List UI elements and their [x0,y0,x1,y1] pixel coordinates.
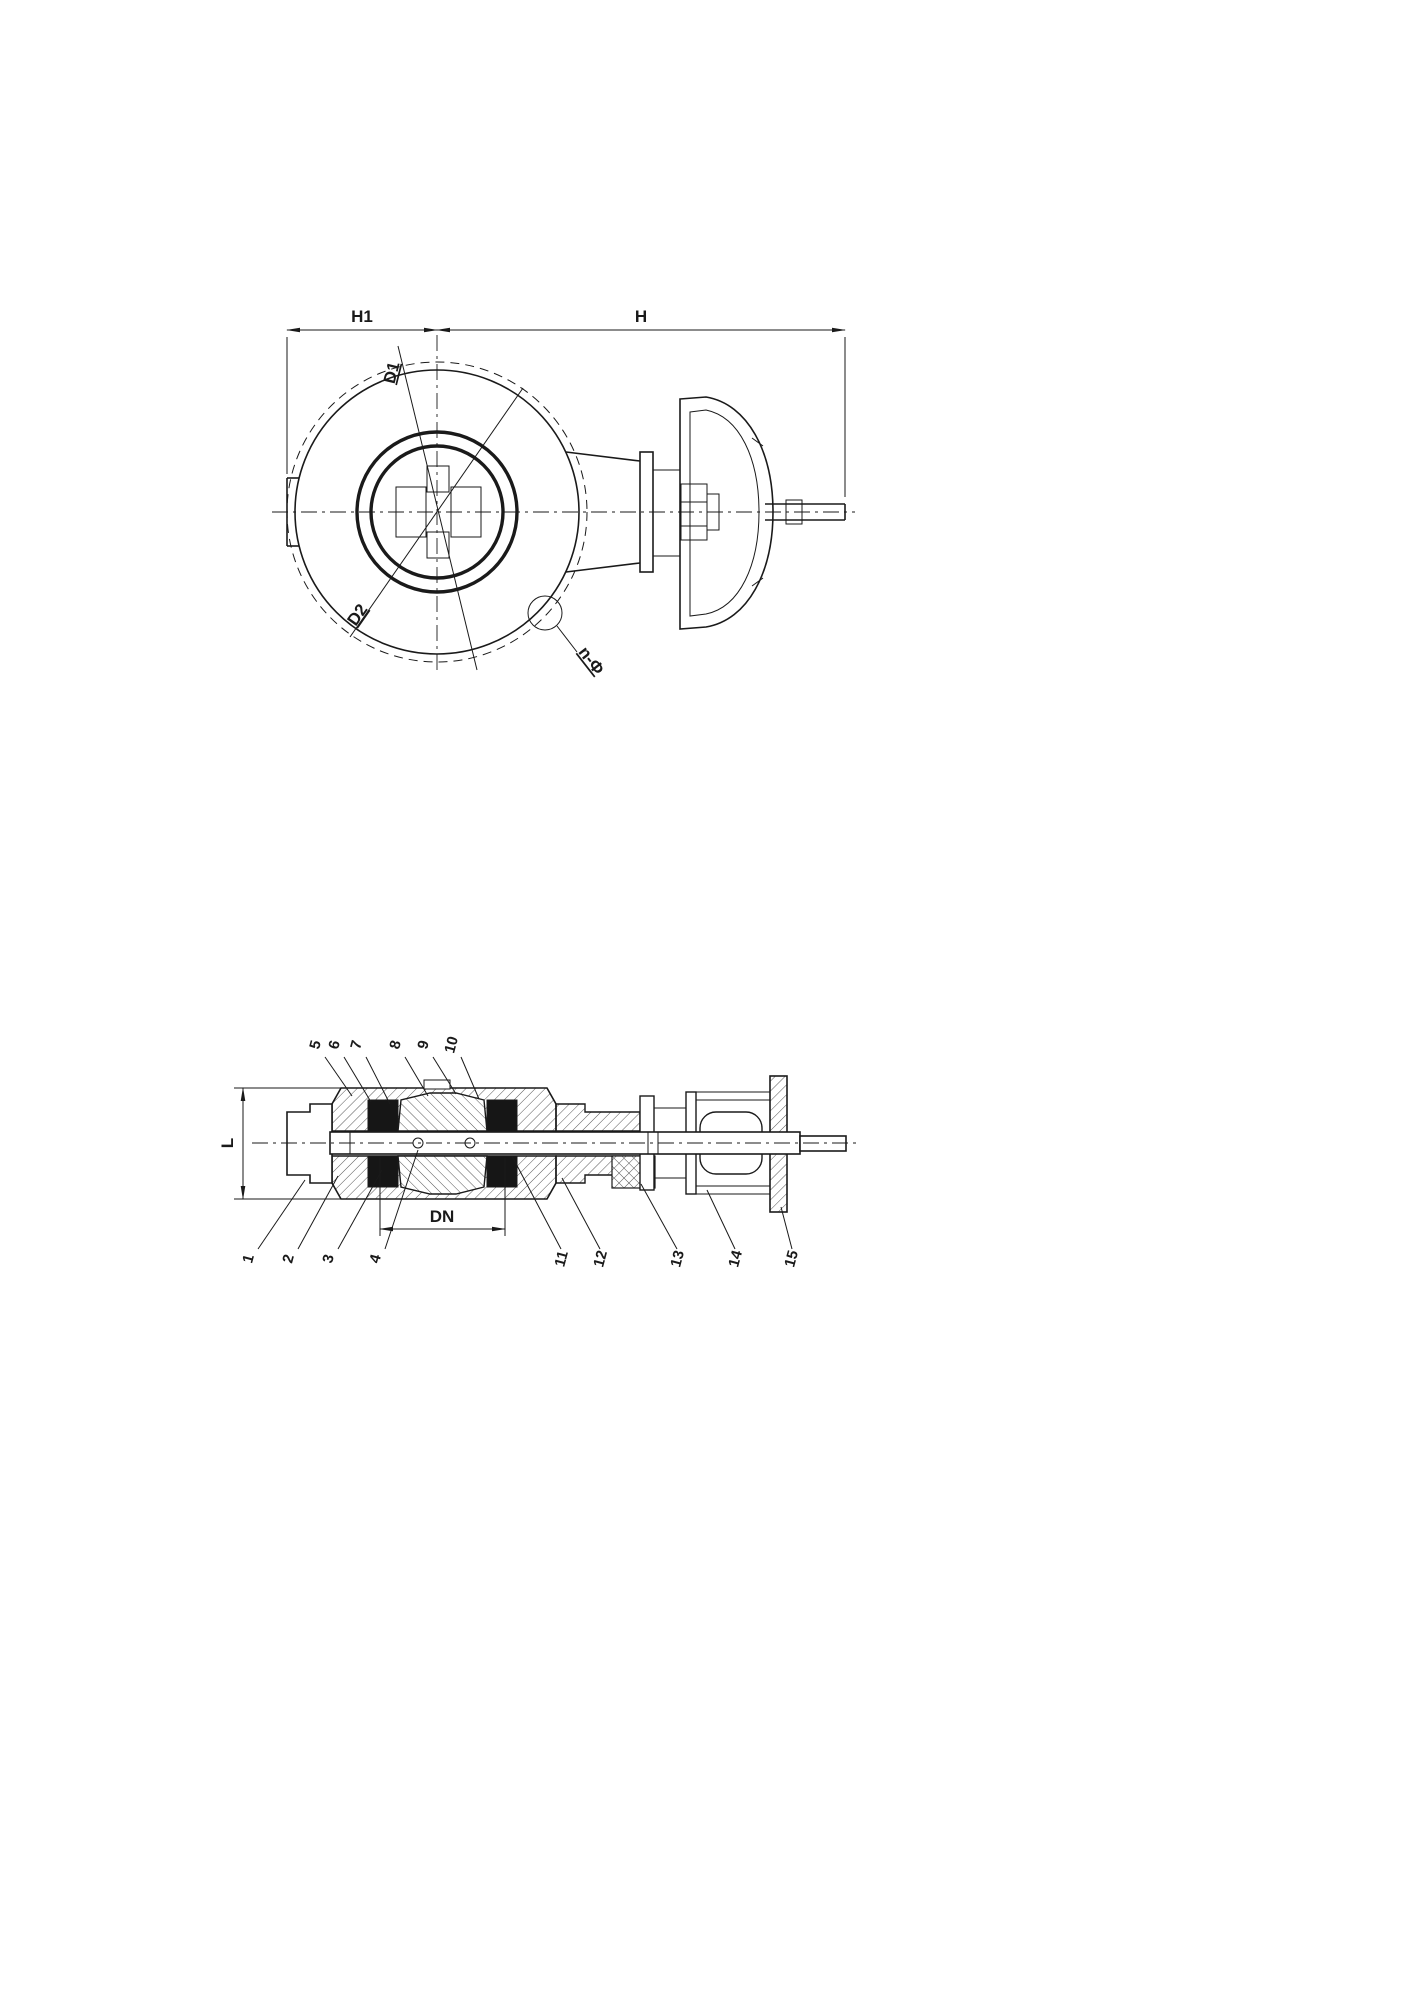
dimension-h1-h: H1 H [286,307,846,497]
d2-line [349,387,524,638]
callout-6-leader [343,1056,372,1103]
callout-3-leader [337,1169,383,1250]
rim-tick-top [751,437,764,447]
seat-lower-right [486,1155,518,1188]
seat-upper-right [486,1099,518,1132]
callout-6-label: 6 [325,1039,344,1051]
stem-end [799,1135,847,1152]
callout-12-label: 12 [590,1249,611,1270]
callout-10-label: 10 [441,1035,462,1056]
callout-10-leader [460,1056,480,1100]
callout-11: 11 [511,1155,572,1269]
callout-7-leader [365,1056,391,1105]
label-dn: DN [430,1207,455,1226]
label-h1: H1 [351,307,373,326]
n-phi-leader [556,625,578,653]
callout-12-leader [561,1177,601,1250]
centerlines-front [272,335,855,675]
callout-4-label: 4 [366,1252,385,1265]
callout-13-leader [640,1183,678,1250]
diagonal-d1: D1 [380,345,478,671]
callout-14: 14 [706,1189,746,1269]
label-l: L [218,1138,237,1148]
callout-2: 2 [279,1175,339,1265]
bolt-hole-callout: n-Φ [527,595,608,678]
neck-upper [555,1103,641,1132]
seat-upper-left [367,1099,399,1132]
callout-11-label: 11 [551,1249,572,1269]
callout-14-label: 14 [725,1248,746,1269]
callout-9-leader [432,1056,457,1095]
callout-9-label: 9 [414,1039,433,1051]
callout-12: 12 [561,1177,611,1270]
hub-upper [397,1092,488,1132]
callout-1-leader [257,1179,306,1250]
callout-13-label: 13 [667,1249,688,1270]
shaft-bottom [426,531,450,559]
callout-2-label: 2 [279,1253,298,1265]
callout-3-label: 3 [319,1253,338,1265]
handle-front [679,396,774,630]
label-n-phi: n-Φ [575,643,608,678]
callout-4-leader [384,1149,419,1250]
callout-7-label: 7 [347,1039,366,1051]
callouts: 1 2 3 4 5 6 7 [239,1035,802,1270]
neck-top [565,451,641,462]
callout-5-label: 5 [306,1039,325,1051]
seat-lower-left [367,1155,399,1188]
callout-15-label: 15 [781,1249,802,1270]
seat-sections [367,1099,518,1188]
neck-bottom [565,562,641,573]
label-d2: D2 [343,600,371,629]
callout-15-leader [780,1206,793,1250]
label-h: H [635,307,647,326]
hub-lower [397,1155,488,1195]
rim-tick-bottom [751,577,764,587]
callout-8-label: 8 [386,1039,405,1051]
d1-line [397,345,478,671]
callout-8-leader [404,1056,429,1097]
callout-14-leader [706,1189,736,1250]
label-d1: D1 [380,360,404,386]
callout-11-leader [511,1155,562,1250]
left-end-block [286,1103,333,1184]
callout-10: 10 [441,1035,480,1100]
section-view: L DN 1 2 3 4 [218,1035,860,1270]
callout-1-label: 1 [239,1253,258,1265]
dimension-l: L [218,1087,341,1200]
callout-2-leader [297,1175,339,1250]
callout-13: 13 [640,1183,688,1270]
disc-hub-section [397,1092,488,1195]
callout-1: 1 [239,1179,306,1265]
handwheel-rim-inner [689,409,760,617]
callout-5-leader [324,1056,353,1097]
callout-15: 15 [780,1206,802,1270]
front-view: H1 H D1 D2 [272,307,855,678]
shaft-top [426,465,450,493]
dimension-dn: DN [379,1158,506,1236]
top-boss [423,1079,451,1090]
bolt-hole [527,595,563,631]
